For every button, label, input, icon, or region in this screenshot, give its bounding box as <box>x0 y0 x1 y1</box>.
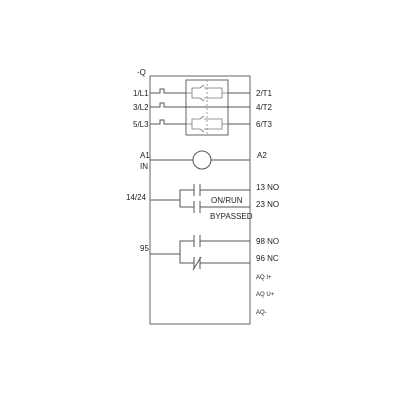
phase-1 <box>150 84 250 102</box>
aux-contacts-2 <box>150 235 250 271</box>
terminal-aq-i: AQ I+ <box>256 275 272 281</box>
terminal-98-no: 98 NO <box>256 237 279 246</box>
terminal-3-l2: 3/L2 <box>133 103 149 112</box>
terminal-1-l1: 1/L1 <box>133 89 149 98</box>
coil-symbol <box>192 150 212 170</box>
control-circuit <box>150 150 250 170</box>
terminal-aq-u: AQ U+ <box>256 292 275 298</box>
terminal-4-t2: 4/T2 <box>256 103 273 112</box>
aux-contacts-1 <box>150 184 250 213</box>
state-bypassed: BYPASSED <box>210 212 253 221</box>
state-on-run: ON/RUN <box>211 196 243 205</box>
terminal-aq-minus: AQ- <box>256 310 267 316</box>
phase-2 <box>150 102 250 108</box>
terminal-23-no: 23 NO <box>256 200 279 209</box>
phase-3 <box>150 115 250 133</box>
terminal-13-no: 13 NO <box>256 183 279 192</box>
terminal-14-24: 14/24 <box>126 193 147 202</box>
device-label: -Q <box>137 68 146 77</box>
nc-slash <box>192 256 202 271</box>
terminal-5-l3: 5/L3 <box>133 120 149 129</box>
terminal-95: 95 <box>140 244 149 253</box>
terminal-in: IN <box>140 162 148 171</box>
terminal-a2: A2 <box>257 151 267 160</box>
terminal-6-t3: 6/T3 <box>256 120 273 129</box>
terminal-2-t1: 2/T1 <box>256 89 273 98</box>
terminal-96-nc: 96 NC <box>256 254 279 263</box>
terminal-a1: A1 <box>140 151 150 160</box>
